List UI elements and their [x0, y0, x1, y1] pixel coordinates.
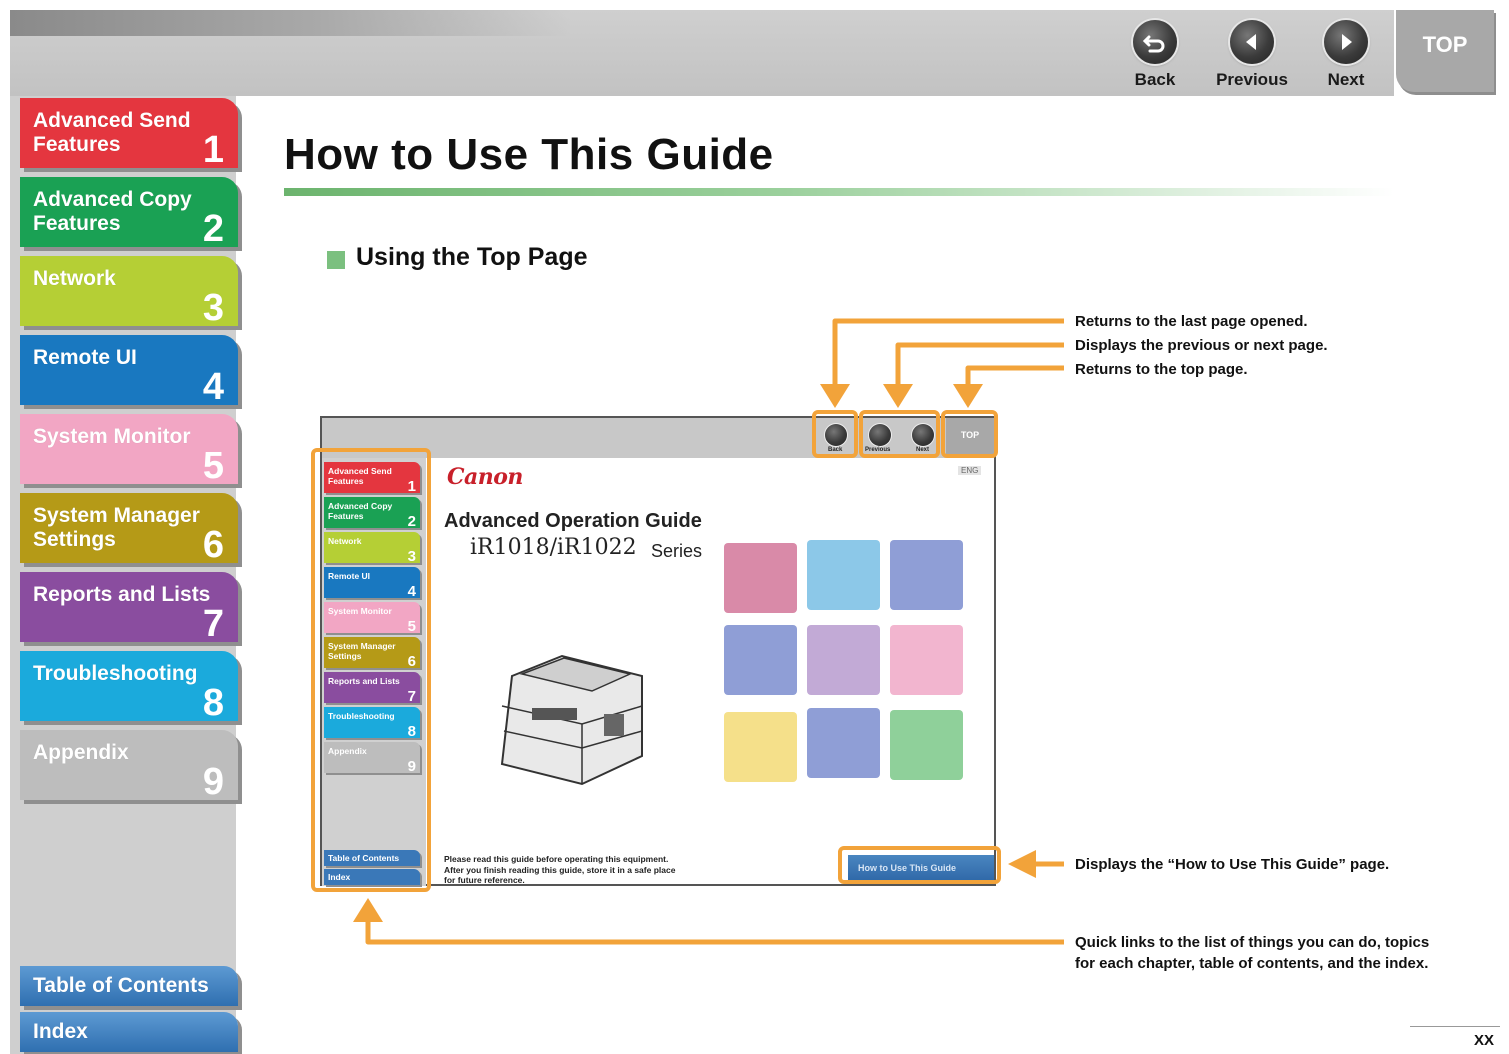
- top-button[interactable]: TOP: [1396, 10, 1494, 92]
- previous-arrow-icon: [1230, 20, 1274, 64]
- title-underline: [284, 188, 1394, 196]
- callout-top: Returns to the top page.: [1075, 361, 1248, 378]
- back-button[interactable]: Back: [1105, 20, 1205, 90]
- preview-index-tab: Index: [324, 869, 420, 885]
- page-number: XX: [1474, 1032, 1495, 1049]
- section-bullet-icon: [327, 251, 345, 269]
- callout-quick-links-line1: Quick links to the list of things you ca…: [1075, 934, 1430, 951]
- next-label: Next: [1327, 70, 1365, 89]
- callout-previous-next: Displays the previous or next page.: [1075, 337, 1328, 354]
- index-button[interactable]: Index: [20, 1012, 238, 1052]
- preview-back-icon: [825, 424, 847, 446]
- color-swatch: [890, 625, 963, 695]
- printer-illustration: [500, 654, 643, 786]
- color-swatch: [724, 543, 797, 613]
- color-swatch: [807, 708, 880, 778]
- color-swatch: [890, 540, 963, 610]
- next-arrow-icon: [1324, 20, 1368, 64]
- page-title: How to Use This Guide: [284, 130, 774, 179]
- preview-notice-text: Please read this guide before operating …: [444, 854, 676, 885]
- table-of-contents-button[interactable]: Table of Contents: [20, 966, 238, 1006]
- color-swatch: [807, 540, 880, 610]
- back-label: Back: [1134, 70, 1176, 89]
- preview-guide-title: Advanced Operation Guide: [444, 510, 702, 532]
- preview-how-to-use-button: How to Use This Guide: [848, 855, 994, 881]
- color-swatch: [890, 710, 963, 780]
- preview-back-label: Back: [828, 447, 843, 453]
- header-stripe: [10, 10, 570, 36]
- preview-header: [322, 418, 994, 458]
- back-arrow-icon: [1133, 20, 1177, 64]
- callout-quick-links-line2: for each chapter, table of contents, and…: [1075, 955, 1429, 972]
- callout-how-to-use: Displays the “How to Use This Guide” pag…: [1075, 856, 1390, 873]
- section-heading: Using the Top Page: [356, 243, 588, 271]
- preview-next-label: Next: [916, 447, 930, 453]
- next-button[interactable]: Next: [1296, 20, 1396, 90]
- color-swatch: [724, 712, 797, 782]
- preview-previous-label: Previous: [865, 447, 891, 453]
- previous-label: Previous: [1216, 70, 1288, 89]
- callout-back: Returns to the last page opened.: [1075, 313, 1308, 330]
- previous-button[interactable]: Previous: [1202, 20, 1302, 90]
- preview-top-button: TOP: [946, 418, 994, 454]
- preview-series-label: Series: [651, 541, 703, 561]
- footer-rule: [1410, 1026, 1500, 1027]
- color-swatch: [724, 625, 797, 695]
- preview-model-name: iR1018/iR1022: [470, 535, 637, 560]
- color-swatch: [807, 625, 880, 695]
- preview-next-icon: [912, 424, 934, 446]
- preview-toc-tab: Table of Contents: [324, 850, 420, 866]
- preview-language-badge: ENG: [958, 466, 982, 475]
- preview-previous-icon: [869, 424, 891, 446]
- top-page-preview: Back Previous Next TOP Advanced Send Fea…: [320, 416, 996, 886]
- canon-logo: Canon: [447, 464, 523, 490]
